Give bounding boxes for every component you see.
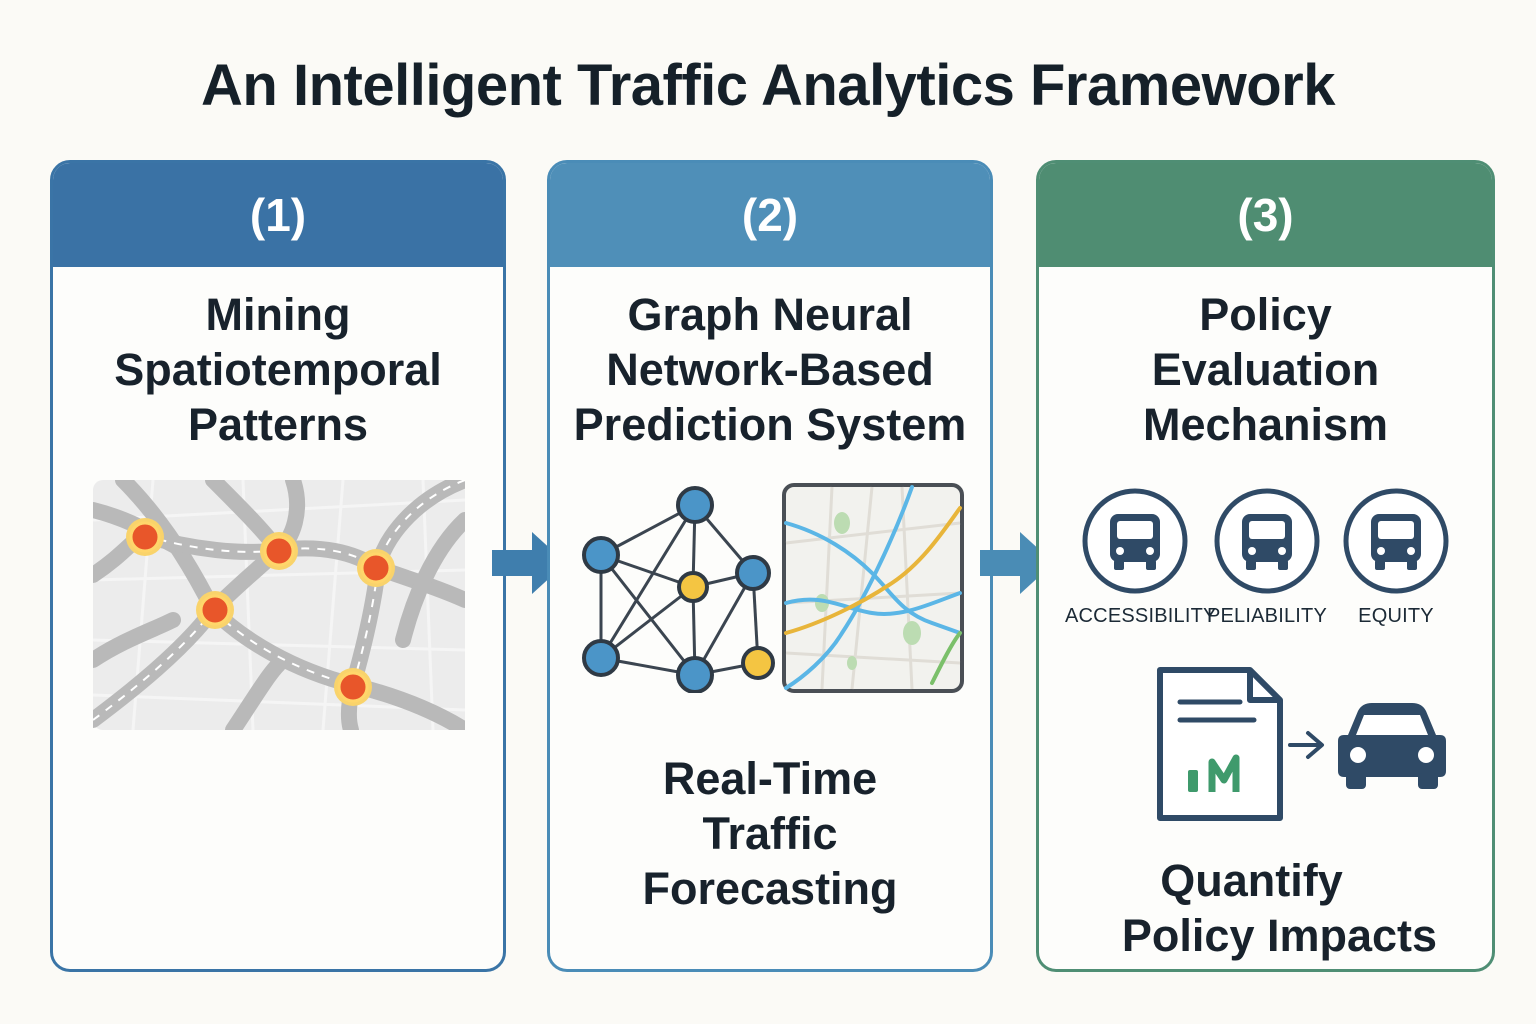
subheading-line: Policy Impacts (1121, 910, 1438, 961)
panel-policy-evaluation: (3) Policy Evaluation Mechanism ACCESSIB… (1036, 160, 1495, 972)
bus-icon (1214, 488, 1320, 594)
subheading-line: Forecasting (642, 863, 898, 914)
panel-subheading: Quantify Policy Impacts (1039, 853, 1478, 963)
subheading-line: Real-Time (662, 753, 878, 804)
panel-heading: Policy Evaluation Mechanism (1039, 287, 1492, 452)
heading-line: Mining (205, 289, 351, 340)
route-map-icon (782, 483, 964, 693)
hotspot-markers (126, 518, 395, 706)
heading-line: Evaluation (1151, 344, 1380, 395)
subheading-line: Quantify (1160, 855, 1343, 906)
bus-icon (1082, 488, 1188, 594)
subheading-line: Traffic (702, 808, 838, 859)
metric-accessibility: ACCESSIBILITY (1065, 605, 1217, 627)
panel-subheading: Real-Time Traffic Forecasting (550, 751, 990, 916)
heading-line: Network-Based (606, 344, 934, 395)
heading-line: Prediction System (573, 399, 967, 450)
heading-line: Graph Neural (627, 289, 913, 340)
panel-number: (1) (53, 163, 503, 267)
report-document-icon (1157, 667, 1283, 821)
graph-network-icon (582, 486, 775, 693)
heading-line: Mechanism (1142, 399, 1389, 450)
heading-line: Policy (1199, 289, 1332, 340)
panel-number: (3) (1039, 163, 1492, 267)
panel-heading: Mining Spatiotemporal Patterns (53, 287, 503, 452)
panel-mining: (1) Mining Spatiotemporal Patterns (50, 160, 506, 972)
metric-equity: EQUITY (1358, 605, 1434, 627)
heading-line: Patterns (187, 399, 369, 450)
panel-number: (2) (550, 163, 990, 267)
heading-line: Spatiotemporal (114, 344, 442, 395)
arrow-right-icon (980, 532, 1054, 594)
bus-icon (1343, 488, 1449, 594)
panel-heading: Graph Neural Network-Based Prediction Sy… (550, 287, 990, 452)
panel-gnn-prediction: (2) Graph Neural Network-Based Predictio… (547, 160, 993, 972)
diagram-title: An Intelligent Traffic Analytics Framewo… (201, 53, 1335, 118)
metric-reliability: PELIABILITY (1206, 605, 1328, 627)
car-icon (1338, 703, 1446, 789)
arrow-right-icon (1288, 731, 1324, 759)
road-map-hotspots-icon (93, 480, 465, 730)
